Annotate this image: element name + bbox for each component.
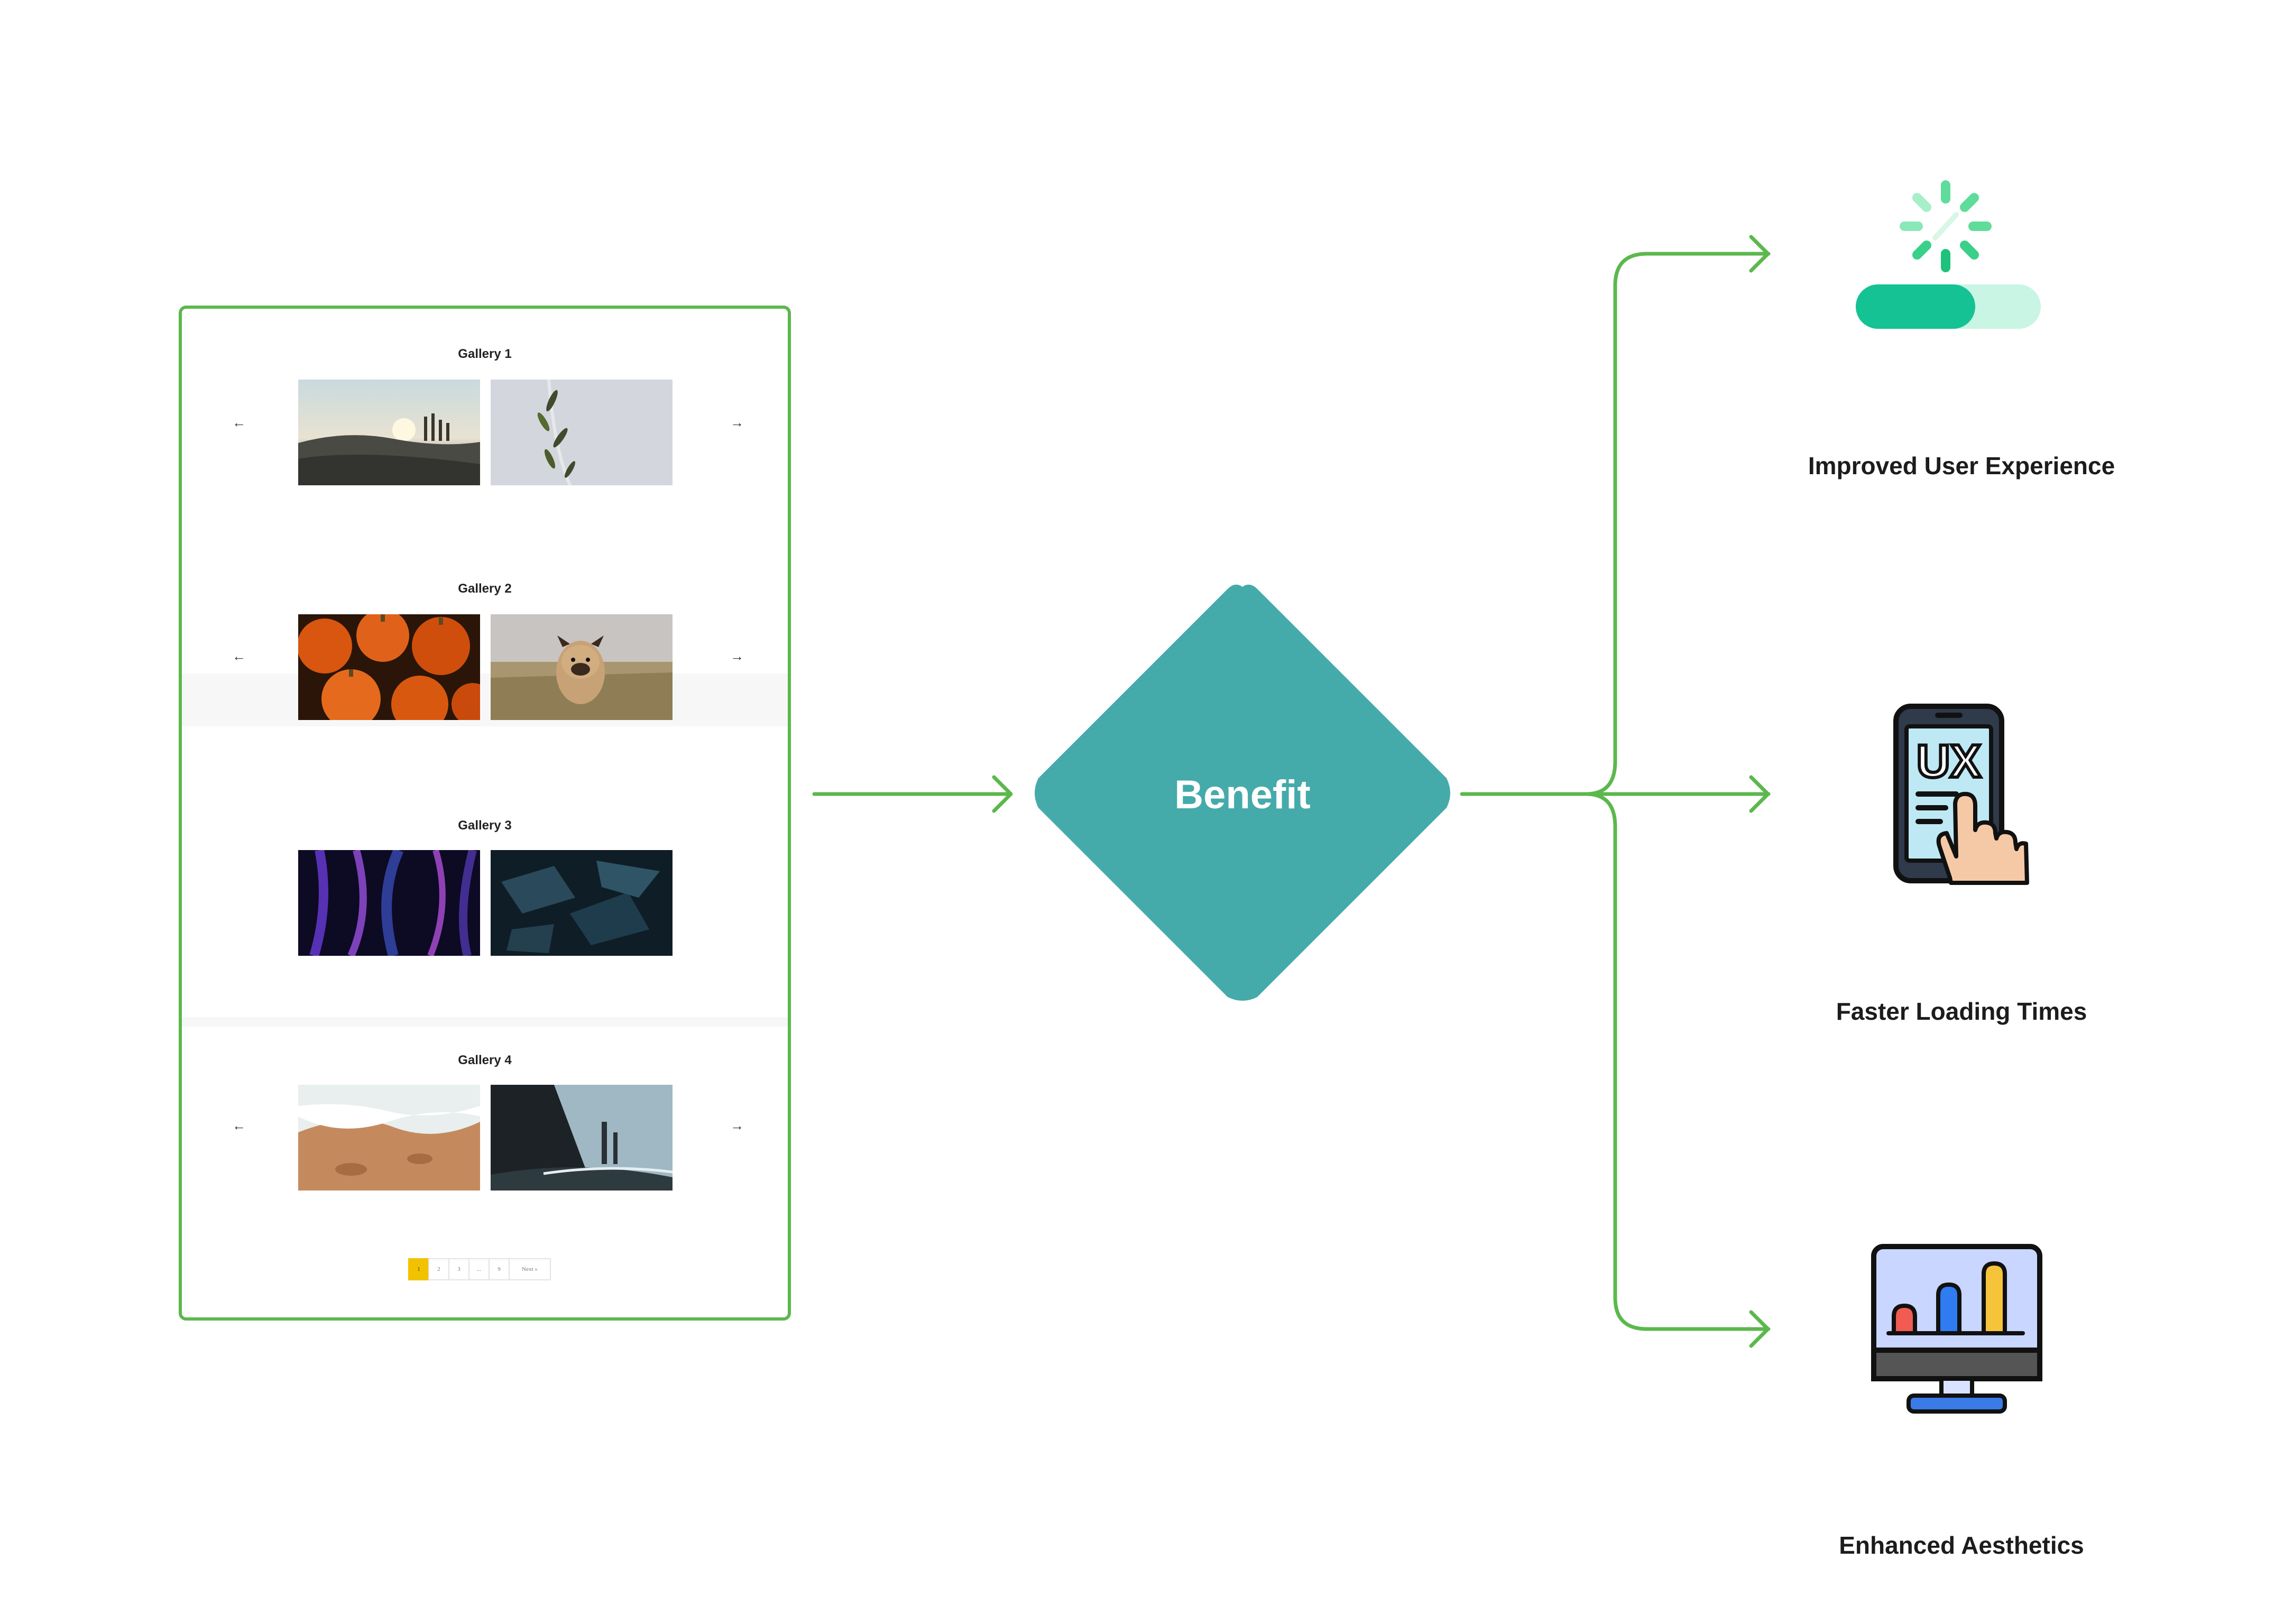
branch-bottom-arrow-head — [1749, 1310, 1770, 1348]
gallery-4-prev-arrow[interactable]: ← — [232, 1118, 246, 1133]
benefit-improved-ux-label: Improved User Experience — [1808, 452, 2115, 479]
ux-phone-touch-icon: UX — [1893, 704, 2029, 885]
loading-slider-icon — [1856, 180, 2041, 329]
gallery-3-title: Gallery 3 — [458, 818, 512, 833]
gallery-page-preview: Gallery 1 ← → — [179, 306, 791, 1321]
section-divider — [182, 1017, 788, 1027]
row-highlight-band — [182, 673, 788, 726]
branch-middle-arrow-head — [1749, 775, 1770, 813]
gallery-2-title: Gallery 2 — [458, 582, 512, 596]
benefit-diamond — [1035, 584, 1450, 1001]
gallery-2-next-arrow[interactable]: → — [730, 648, 744, 664]
branch-top-arrow-head — [1749, 235, 1770, 273]
benefit-diamond-label: Benefit — [1174, 772, 1311, 817]
svg-text:UX: UX — [1917, 735, 1981, 787]
pagination: 1 2 3 ... 9 Next » — [408, 1258, 551, 1280]
next-page-button[interactable]: Next » — [509, 1258, 551, 1280]
gallery-2-prev-arrow[interactable]: ← — [232, 648, 246, 664]
input-arrow-head — [992, 775, 1013, 813]
page-3-button[interactable]: 3 — [448, 1258, 469, 1280]
gallery-2-image-pug[interactable] — [491, 614, 673, 720]
gallery-2-image-pumpkins[interactable] — [298, 614, 480, 720]
page-9-button[interactable]: 9 — [489, 1258, 510, 1280]
gallery-3-image-blue-texture[interactable] — [491, 850, 673, 956]
benefit-faster-loading-label: Faster Loading Times — [1836, 998, 2087, 1025]
gallery-4-image-beach-waves[interactable] — [298, 1085, 480, 1191]
gallery-4-title: Gallery 4 — [458, 1053, 512, 1067]
gallery-1-image-olive-branch[interactable] — [491, 380, 673, 485]
gallery-3-image-purple-lights[interactable] — [298, 850, 480, 956]
gallery-1-image-dunes[interactable] — [298, 380, 480, 485]
gallery-1-next-arrow[interactable]: → — [730, 414, 744, 430]
monitor-bar-chart-icon — [1871, 1244, 2042, 1414]
branch-top-line — [1584, 252, 1771, 796]
branch-bottom-line — [1584, 792, 1771, 1331]
gallery-1-title: Gallery 1 — [458, 347, 512, 361]
benefit-enhanced-aesthetics-label: Enhanced Aesthetics — [1839, 1531, 2084, 1559]
gallery-1-prev-arrow[interactable]: ← — [232, 414, 246, 430]
gallery-4-next-arrow[interactable]: → — [730, 1118, 744, 1133]
gallery-4-image-sea-stacks[interactable] — [491, 1085, 673, 1191]
